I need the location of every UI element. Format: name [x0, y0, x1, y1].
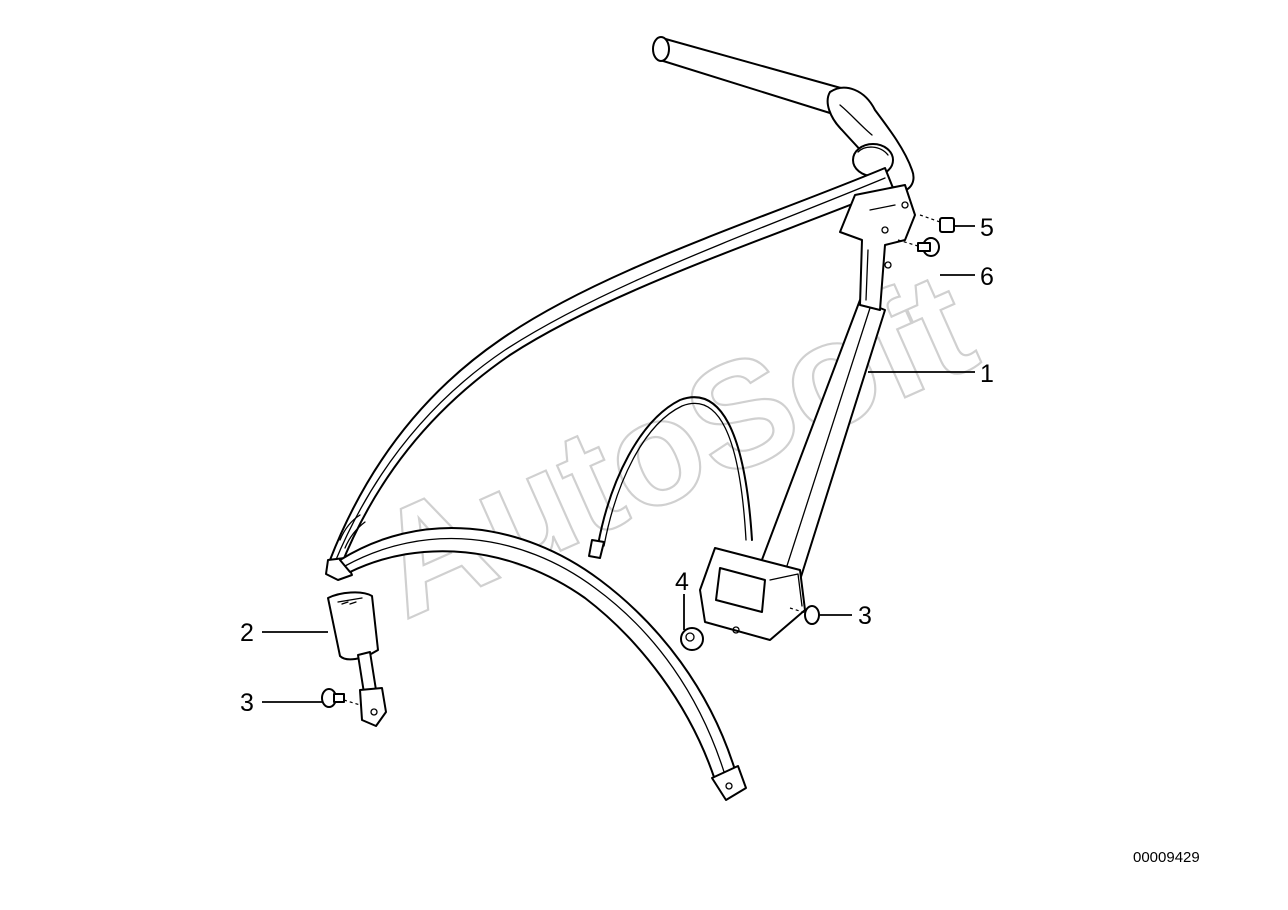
callout-3-right: 3	[858, 602, 872, 630]
height-adjuster-bracket	[839, 184, 916, 311]
cap-nut-5	[919, 214, 955, 233]
document-number: 00009429	[1133, 849, 1200, 866]
bolt-6	[897, 237, 940, 257]
callout-3-left: 3	[240, 689, 254, 717]
belt-buckle	[327, 591, 387, 727]
callout-6: 6	[980, 263, 994, 291]
sensor-cable	[588, 396, 753, 559]
callout-5: 5	[980, 214, 994, 242]
bolt-left	[321, 688, 361, 708]
callout-4: 4	[675, 568, 689, 596]
upper-guide-rod	[652, 36, 915, 193]
callout-1: 1	[980, 360, 994, 388]
shoulder-belt-strap	[325, 167, 894, 581]
belt-retractor	[699, 547, 806, 641]
callout-2: 2	[240, 619, 254, 647]
lap-belt-strap	[339, 527, 747, 801]
washer-4	[680, 627, 704, 651]
watermark: AutoSoft	[350, 238, 997, 649]
